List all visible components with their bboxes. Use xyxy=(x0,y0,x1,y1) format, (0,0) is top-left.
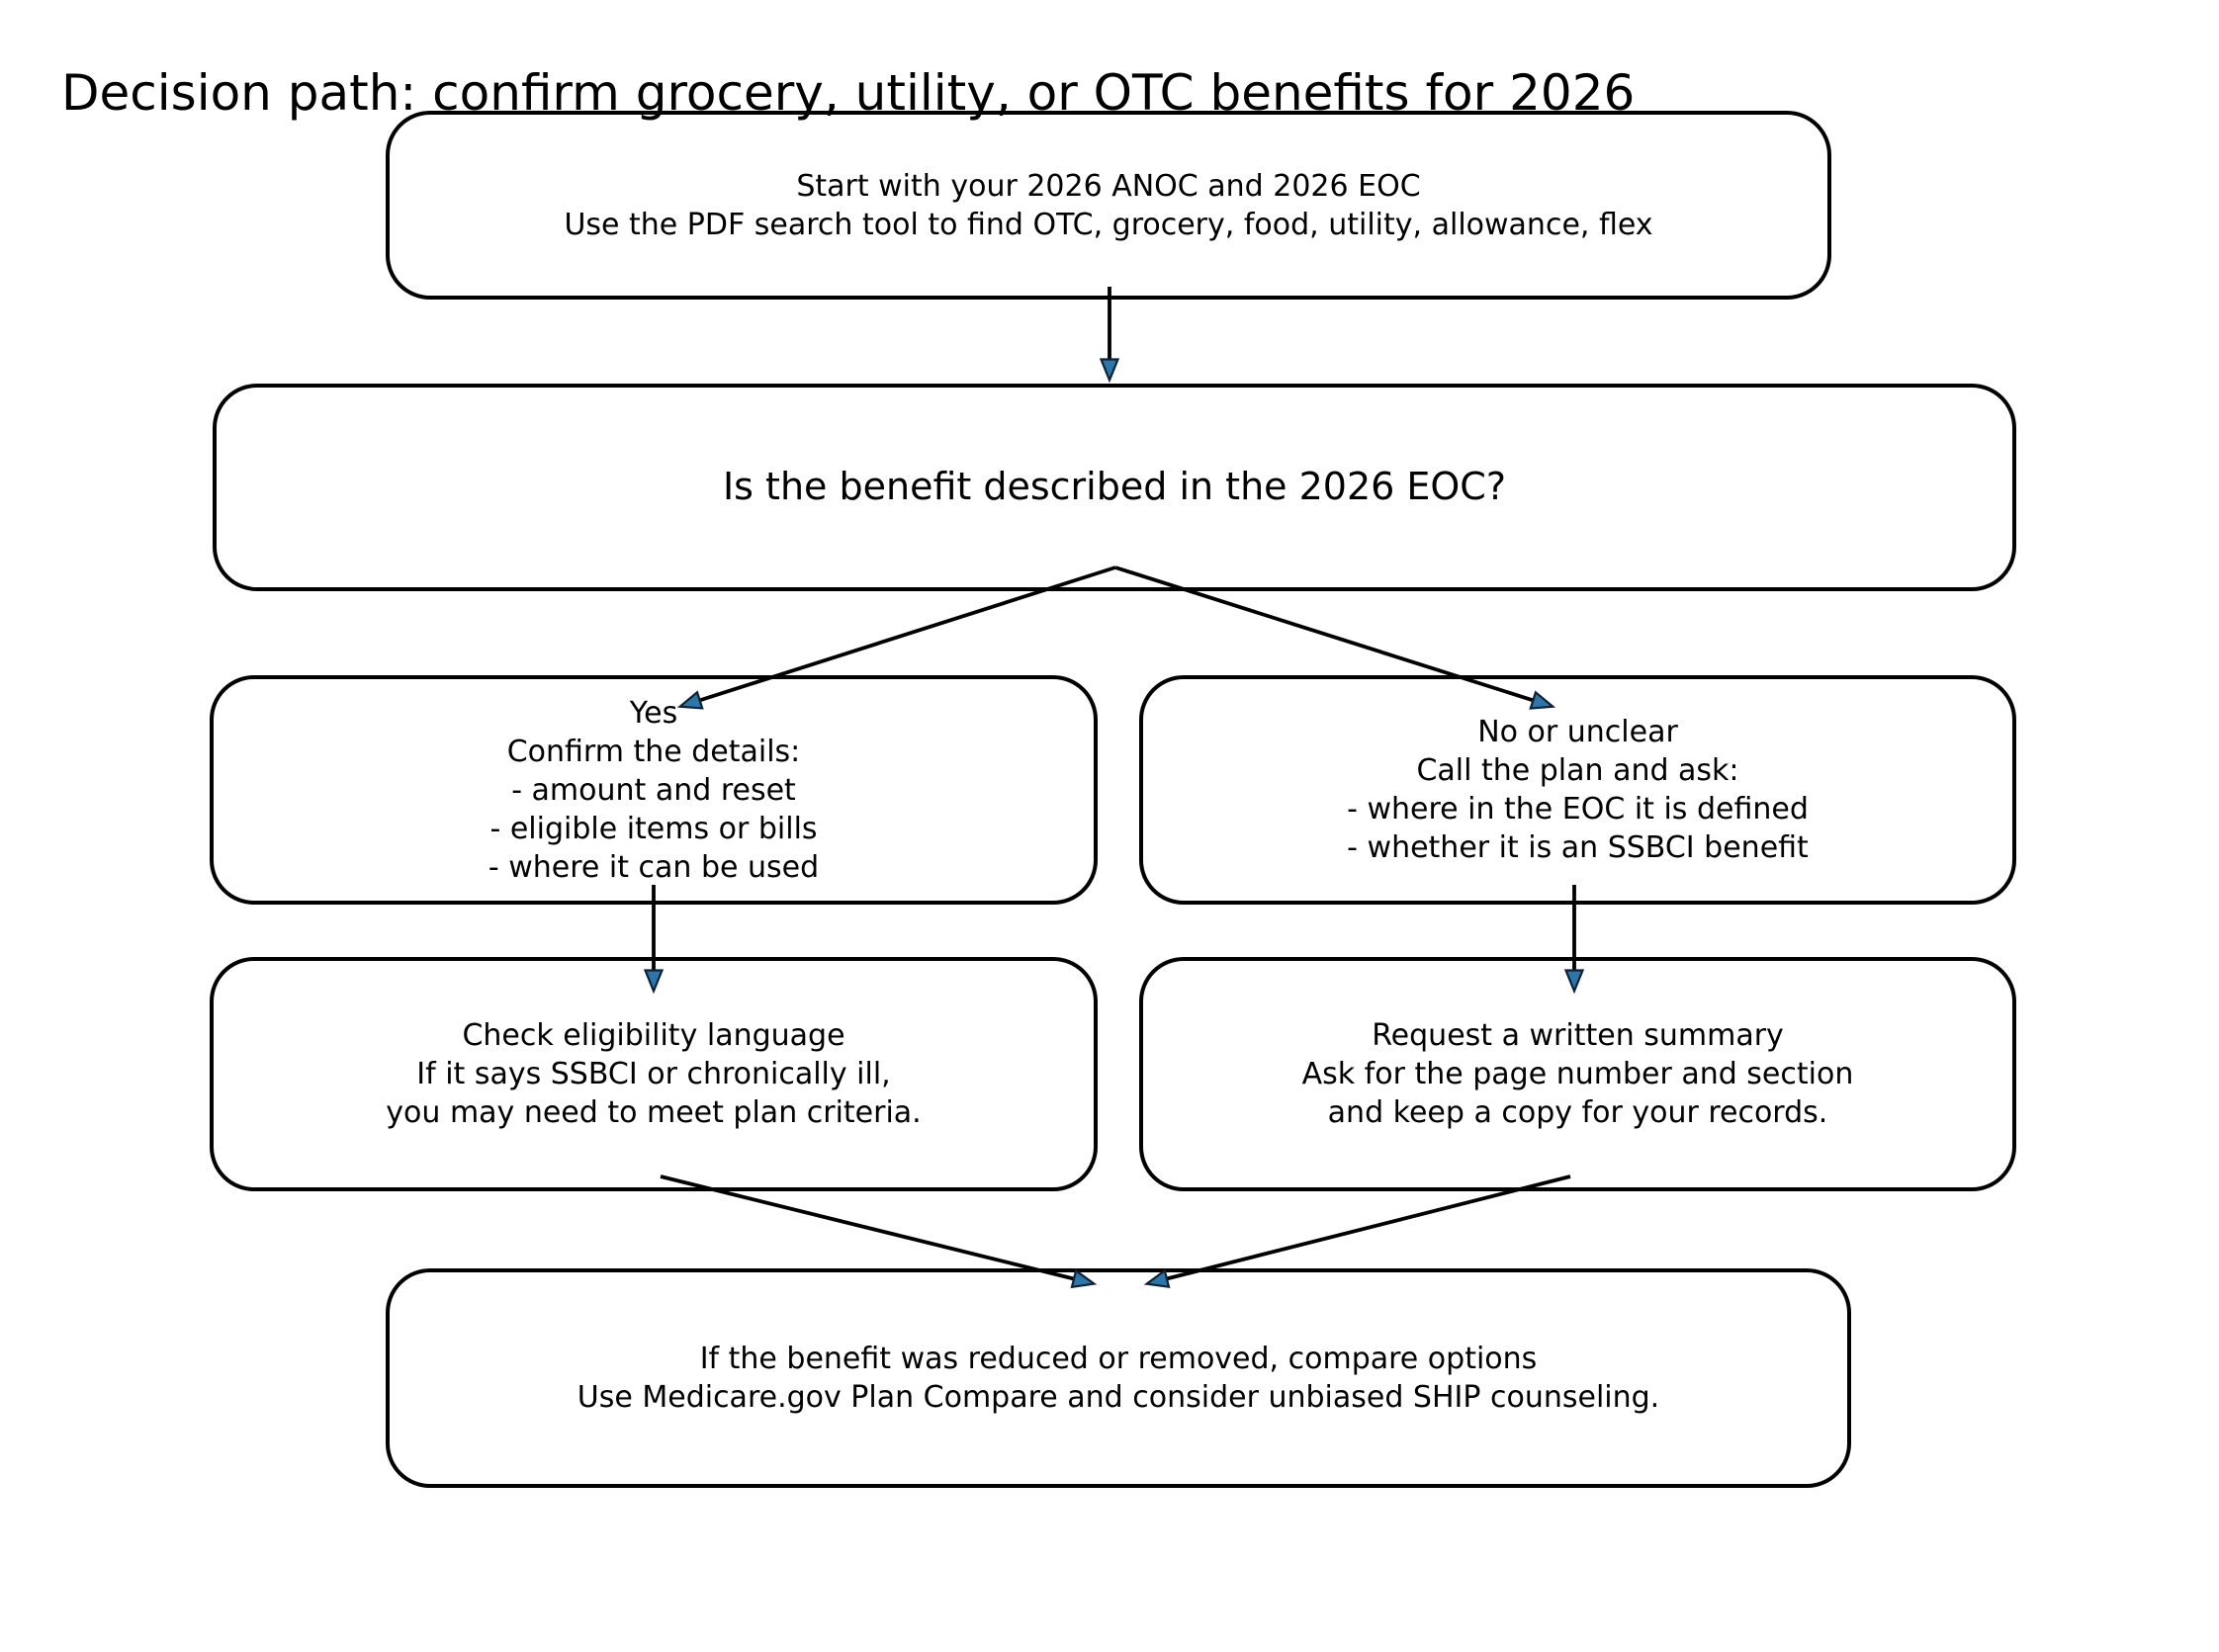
node-check-eligibility: Check eligibility language If it says SS… xyxy=(210,957,1098,1191)
node-yes-branch: Yes Confirm the details: - amount and re… xyxy=(210,675,1098,905)
node-yes-line: Yes xyxy=(629,695,678,731)
node-yes-line: - eligible items or bills xyxy=(489,811,818,846)
node-check-line: Check eligibility language xyxy=(462,1018,845,1053)
node-yes-line: Confirm the details: xyxy=(506,734,801,769)
node-request-line: Request a written summary xyxy=(1372,1018,1784,1053)
connector-check-to-compare xyxy=(660,1174,1092,1283)
node-no-branch: No or unclear Call the plan and ask: - w… xyxy=(1139,675,2016,905)
connector-request-to-compare xyxy=(1149,1174,1571,1283)
node-start-line: Use the PDF search tool to find OTC, gro… xyxy=(564,207,1653,242)
node-request-summary: Request a written summary Ask for the pa… xyxy=(1139,957,2016,1191)
node-yes-line: - amount and reset xyxy=(511,772,796,808)
node-compare-line: Use Medicare.gov Plan Compare and consid… xyxy=(577,1380,1660,1415)
node-question: Is the benefit described in the 2026 EOC… xyxy=(213,384,2016,591)
node-no-line: Call the plan and ask: xyxy=(1416,753,1739,788)
node-request-line: and keep a copy for your records. xyxy=(1327,1095,1828,1130)
node-yes-line: - where it can be used xyxy=(488,849,820,885)
node-start: Start with your 2026 ANOC and 2026 EOC U… xyxy=(386,111,1831,300)
node-request-line: Ask for the page number and section xyxy=(1301,1057,1854,1091)
node-no-line: No or unclear xyxy=(1477,715,1678,749)
node-check-line: If it says SSBCI or chronically ill, xyxy=(416,1057,891,1091)
node-question-line: Is the benefit described in the 2026 EOC… xyxy=(722,465,1507,509)
node-compare-options: If the benefit was reduced or removed, c… xyxy=(386,1268,1851,1488)
node-start-line: Start with your 2026 ANOC and 2026 EOC xyxy=(796,168,1421,204)
node-check-line: you may need to meet plan criteria. xyxy=(386,1095,922,1130)
node-no-line: - where in the EOC it is defined xyxy=(1347,792,1809,826)
node-compare-line: If the benefit was reduced or removed, c… xyxy=(699,1342,1538,1376)
node-no-line: - whether it is an SSBCI benefit xyxy=(1347,830,1809,865)
